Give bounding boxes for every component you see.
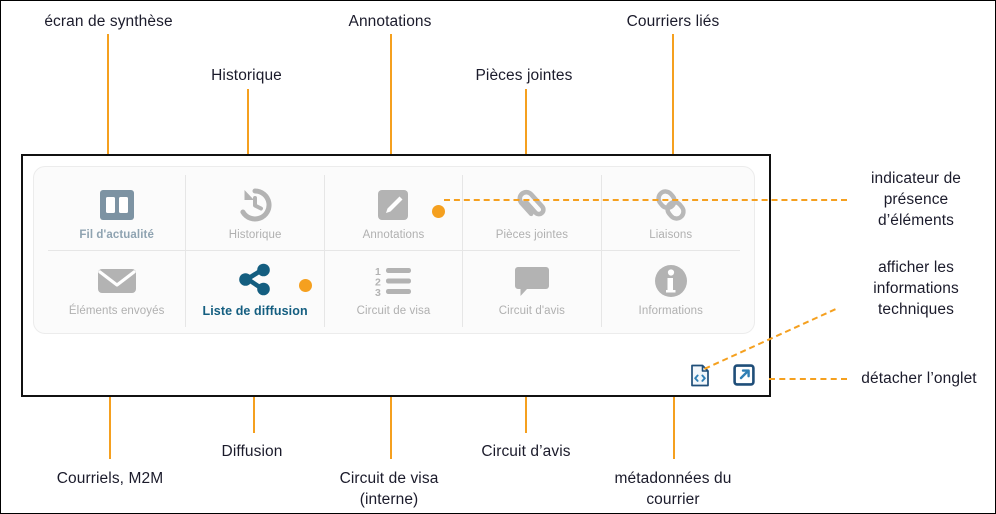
callout-courriers-lies: Courriers liés — [626, 13, 720, 30]
leader-line-circuit-davis — [525, 397, 527, 433]
envelope-icon — [95, 261, 139, 301]
tab-label: Historique — [228, 228, 282, 241]
leader-line-annotations — [390, 34, 392, 154]
presence-indicator-dot — [298, 279, 312, 292]
callout-indicateur-presence: indicateur de présence d’éléments — [870, 170, 962, 229]
external-link-icon[interactable] — [733, 363, 755, 387]
share-nodes-icon — [233, 260, 277, 300]
callout-circuit-de-visa: Circuit de visa (interne) — [339, 470, 439, 508]
svg-text:1: 1 — [375, 266, 381, 278]
leader-line-metadonnees — [673, 397, 675, 459]
tab-panel-surface: Fil d'actualité Historique — [33, 166, 755, 334]
tab-label: Fil d'actualité — [79, 228, 154, 241]
svg-text:3: 3 — [375, 287, 381, 297]
callout-ecran-de-synthese: écran de synthèse — [44, 13, 173, 30]
tab-annotations[interactable]: Annotations — [324, 175, 464, 251]
tab-historique[interactable]: Historique — [186, 175, 325, 251]
leader-line-circuit-de-visa — [390, 397, 392, 459]
leader-line-courriels-m2m — [109, 397, 111, 459]
leader-line-historique — [247, 89, 249, 154]
callout-circuit-davis: Circuit d’avis — [481, 443, 571, 460]
svg-text:2: 2 — [375, 277, 381, 289]
tab-informations[interactable]: Informations — [602, 251, 740, 327]
callout-afficher-informations-techniques: afficher les informations techniques — [873, 259, 959, 318]
numbered-list-icon: 1 2 3 — [371, 261, 415, 301]
file-code-icon[interactable] — [689, 363, 711, 387]
tab-label: Circuit d'avis — [498, 305, 565, 317]
pencil-edit-icon — [371, 185, 415, 225]
tab-label: Éléments envoyés — [68, 305, 165, 317]
history-clock-icon — [233, 185, 277, 225]
leader-line-ecran-de-synthese — [107, 34, 109, 154]
info-circle-icon — [649, 261, 693, 301]
tab-liste-de-diffusion[interactable]: Liste de diffusion — [186, 251, 325, 327]
tab-label: Informations — [638, 305, 704, 317]
tab-circuit-de-visa[interactable]: 1 2 3 Circuit de visa — [325, 251, 464, 327]
tab-liaisons[interactable]: Liaisons — [601, 175, 740, 251]
speech-bubble-icon — [510, 261, 554, 301]
tab-fil-dactualite[interactable]: Fil d'actualité — [48, 175, 187, 251]
tab-circuit-davis[interactable]: Circuit d'avis — [463, 251, 602, 327]
callout-diffusion: Diffusion — [221, 443, 283, 460]
leader-line-courriers-lies — [672, 34, 674, 154]
presence-indicator-dot — [432, 205, 446, 218]
tab-pieces-jointes[interactable]: Pièces jointes — [463, 175, 602, 251]
tab-elements-envoyes[interactable]: Éléments envoyés — [48, 251, 187, 327]
tab-label: Circuit de visa — [356, 305, 431, 317]
callout-annotations: Annotations — [348, 13, 432, 30]
callout-detacher-onglet: détacher l’onglet — [861, 370, 977, 387]
tab-label: Liaisons — [649, 228, 693, 241]
leader-line-pieces-jointes — [525, 89, 527, 154]
leader-line-detacher-onglet — [769, 378, 847, 380]
link-chain-icon — [649, 185, 693, 225]
dashboard-columns-icon — [95, 185, 139, 225]
paperclip-icon — [510, 185, 554, 225]
tab-label: Liste de diffusion — [202, 304, 308, 318]
callout-metadonnees-courrier: métadonnées du courrier — [614, 470, 732, 508]
leader-line-indicateur-presence — [444, 199, 847, 201]
callout-pieces-jointes: Pièces jointes — [475, 67, 573, 84]
tab-label: Pièces jointes — [495, 228, 569, 241]
leader-line-diffusion — [253, 397, 255, 433]
tab-grid: Fil d'actualité Historique — [48, 175, 740, 327]
callout-historique: Historique — [211, 67, 282, 84]
tab-panel-frame: Fil d'actualité Historique — [21, 154, 771, 397]
callout-courriels-m2m: Courriels, M2M — [56, 470, 164, 487]
tab-label: Annotations — [362, 228, 425, 241]
panel-action-bar — [689, 363, 755, 387]
